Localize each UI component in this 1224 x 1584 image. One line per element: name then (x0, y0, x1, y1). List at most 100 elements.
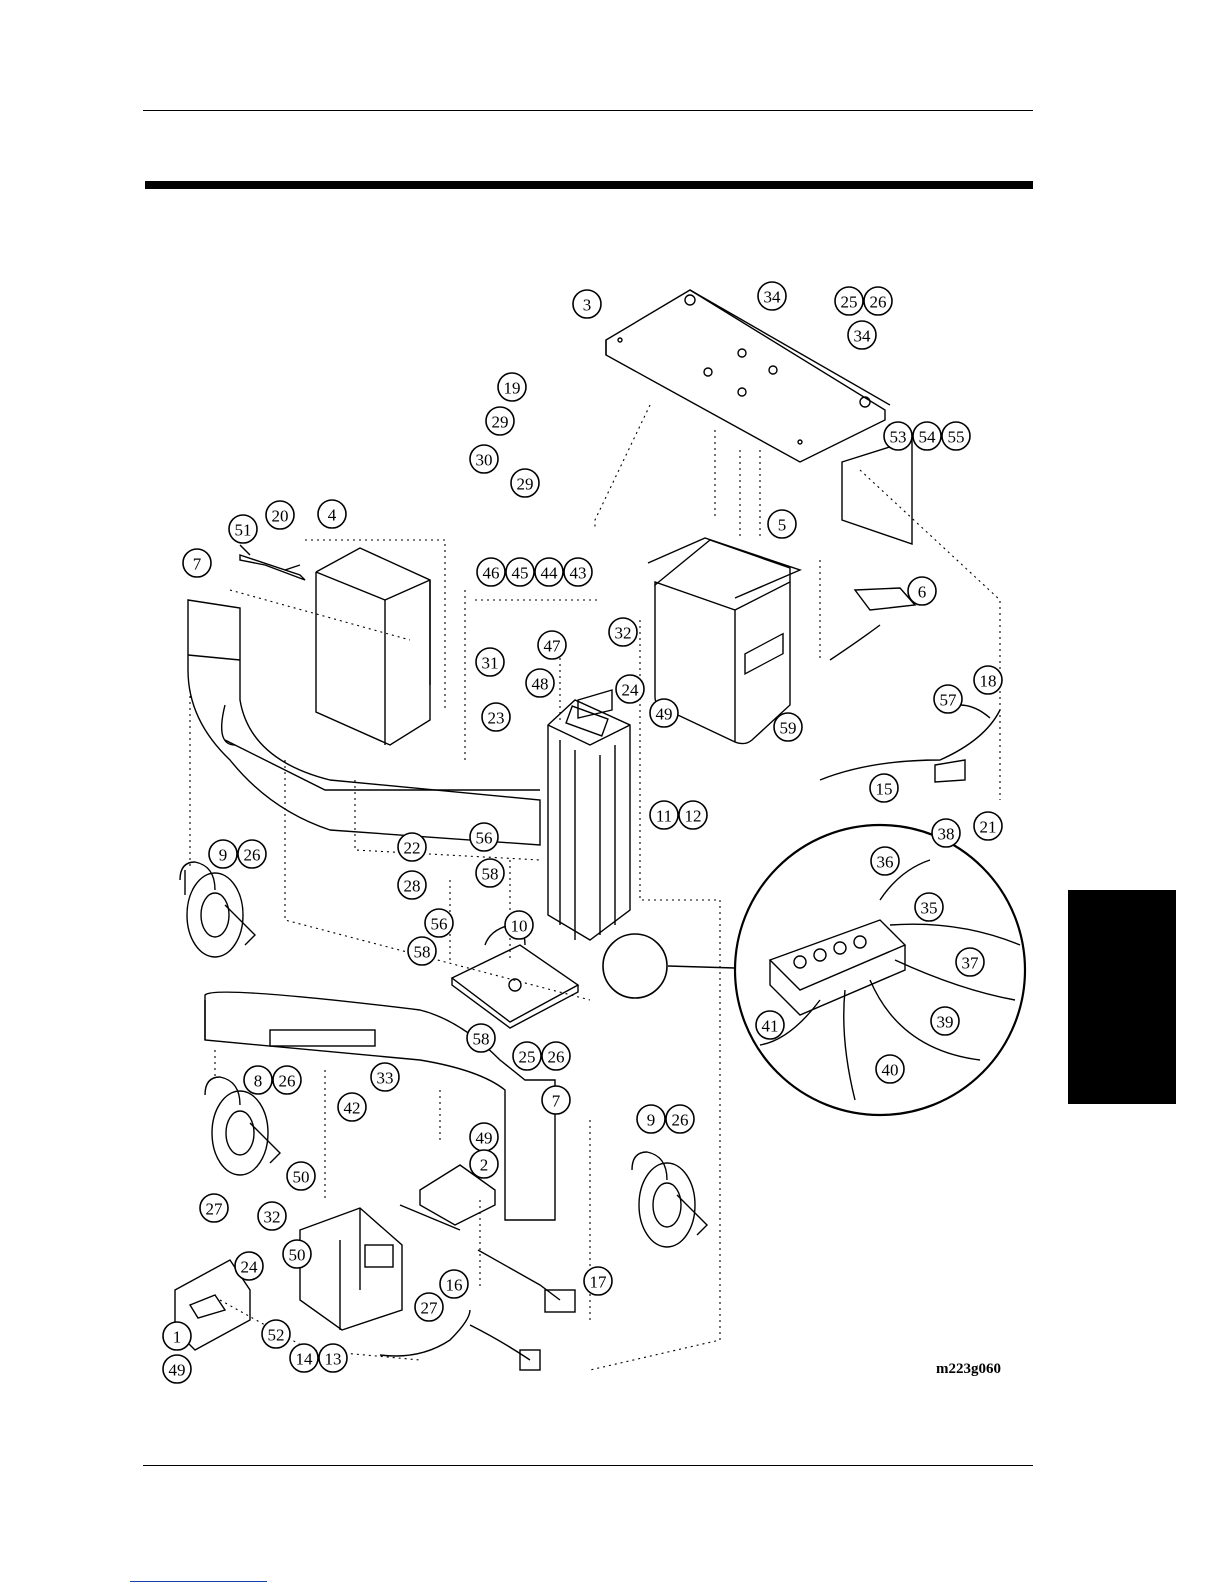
callout-24: 24 (235, 1252, 263, 1280)
callout-13: 13 (319, 1344, 347, 1372)
callout-number: 55 (948, 428, 965, 447)
callout-27: 27 (415, 1293, 443, 1321)
callout-7: 7 (183, 549, 211, 577)
callout-number: 26 (870, 293, 887, 312)
callout-number: 54 (919, 428, 937, 447)
callout-42: 42 (338, 1093, 366, 1121)
callout-number: 53 (890, 428, 907, 447)
callout-number: 45 (512, 564, 529, 583)
callout-58: 58 (476, 859, 504, 887)
callout-number: 9 (219, 846, 228, 865)
callout-26: 26 (273, 1066, 301, 1094)
callout-layer: 3342526341929302953545551204754645444364… (163, 282, 1002, 1383)
callout-25: 25 (835, 287, 863, 315)
callout-44: 44 (535, 558, 563, 586)
callout-number: 27 (421, 1299, 439, 1318)
figure-code: m223g060 (936, 1361, 1001, 1378)
callout-number: 13 (325, 1350, 342, 1369)
callout-number: 48 (532, 675, 549, 694)
callout-7: 7 (542, 1086, 570, 1114)
callout-43: 43 (564, 558, 592, 586)
callout-39: 39 (931, 1007, 959, 1035)
callout-19: 19 (498, 373, 526, 401)
callout-number: 17 (590, 1273, 608, 1292)
callout-number: 46 (483, 564, 500, 583)
callout-number: 39 (937, 1013, 954, 1032)
callout-number: 56 (431, 915, 448, 934)
callout-number: 26 (548, 1048, 565, 1067)
callout-number: 15 (876, 780, 893, 799)
callout-27: 27 (200, 1194, 228, 1222)
callout-21: 21 (974, 812, 1002, 840)
callout-52: 52 (262, 1320, 290, 1348)
callout-number: 11 (656, 807, 672, 826)
callout-31: 31 (476, 648, 504, 676)
callout-number: 44 (541, 564, 559, 583)
callout-20: 20 (266, 501, 294, 529)
callout-number: 33 (377, 1069, 394, 1088)
callout-number: 50 (293, 1168, 310, 1187)
callout-number: 58 (473, 1030, 490, 1049)
callout-number: 23 (488, 709, 505, 728)
callout-58: 58 (467, 1024, 495, 1052)
callout-28: 28 (398, 871, 426, 899)
callout-4: 4 (318, 500, 346, 528)
callout-46: 46 (477, 558, 505, 586)
callout-26: 26 (666, 1105, 694, 1133)
callout-5: 5 (768, 510, 796, 538)
callout-49: 49 (163, 1355, 191, 1383)
callout-number: 49 (169, 1361, 186, 1380)
callout-number: 24 (241, 1258, 259, 1277)
callout-number: 58 (482, 865, 499, 884)
callout-12: 12 (679, 801, 707, 829)
callout-26: 26 (542, 1042, 570, 1070)
callout-number: 31 (482, 654, 499, 673)
callout-number: 49 (656, 705, 673, 724)
callout-number: 35 (921, 899, 938, 918)
callout-35: 35 (915, 893, 943, 921)
callout-number: 26 (279, 1072, 296, 1091)
callout-49: 49 (470, 1123, 498, 1151)
callout-1: 1 (163, 1322, 191, 1350)
callout-number: 37 (962, 954, 980, 973)
callout-49: 49 (650, 699, 678, 727)
callout-number: 56 (476, 829, 493, 848)
callout-number: 32 (264, 1208, 281, 1227)
callout-number: 21 (980, 818, 997, 837)
callout-11: 11 (650, 801, 678, 829)
callout-number: 50 (289, 1246, 306, 1265)
callout-40: 40 (876, 1055, 904, 1083)
callout-26: 26 (864, 287, 892, 315)
callout-9: 9 (637, 1105, 665, 1133)
callout-41: 41 (756, 1011, 784, 1039)
callout-number: 40 (882, 1061, 899, 1080)
callout-14: 14 (290, 1344, 318, 1372)
callout-number: 16 (446, 1276, 463, 1295)
callout-number: 26 (672, 1111, 689, 1130)
callout-number: 9 (647, 1111, 656, 1130)
callout-number: 47 (544, 637, 562, 656)
callout-30: 30 (470, 445, 498, 473)
callout-number: 57 (940, 691, 958, 710)
callout-29: 29 (486, 407, 514, 435)
callout-8: 8 (244, 1066, 272, 1094)
callout-56: 56 (470, 823, 498, 851)
callout-50: 50 (283, 1240, 311, 1268)
callout-number: 12 (685, 807, 702, 826)
callout-6: 6 (908, 577, 936, 605)
callout-58: 58 (408, 937, 436, 965)
callout-33: 33 (371, 1063, 399, 1091)
callout-number: 34 (764, 288, 782, 307)
callout-32: 32 (258, 1202, 286, 1230)
callout-24: 24 (616, 675, 644, 703)
callout-22: 22 (398, 833, 426, 861)
callout-number: 8 (254, 1072, 263, 1091)
callout-number: 5 (778, 516, 787, 535)
callout-number: 18 (980, 672, 997, 691)
callout-16: 16 (440, 1270, 468, 1298)
callout-number: 24 (622, 681, 640, 700)
callout-number: 1 (173, 1328, 182, 1347)
callout-9: 9 (209, 840, 237, 868)
callout-48: 48 (526, 669, 554, 697)
